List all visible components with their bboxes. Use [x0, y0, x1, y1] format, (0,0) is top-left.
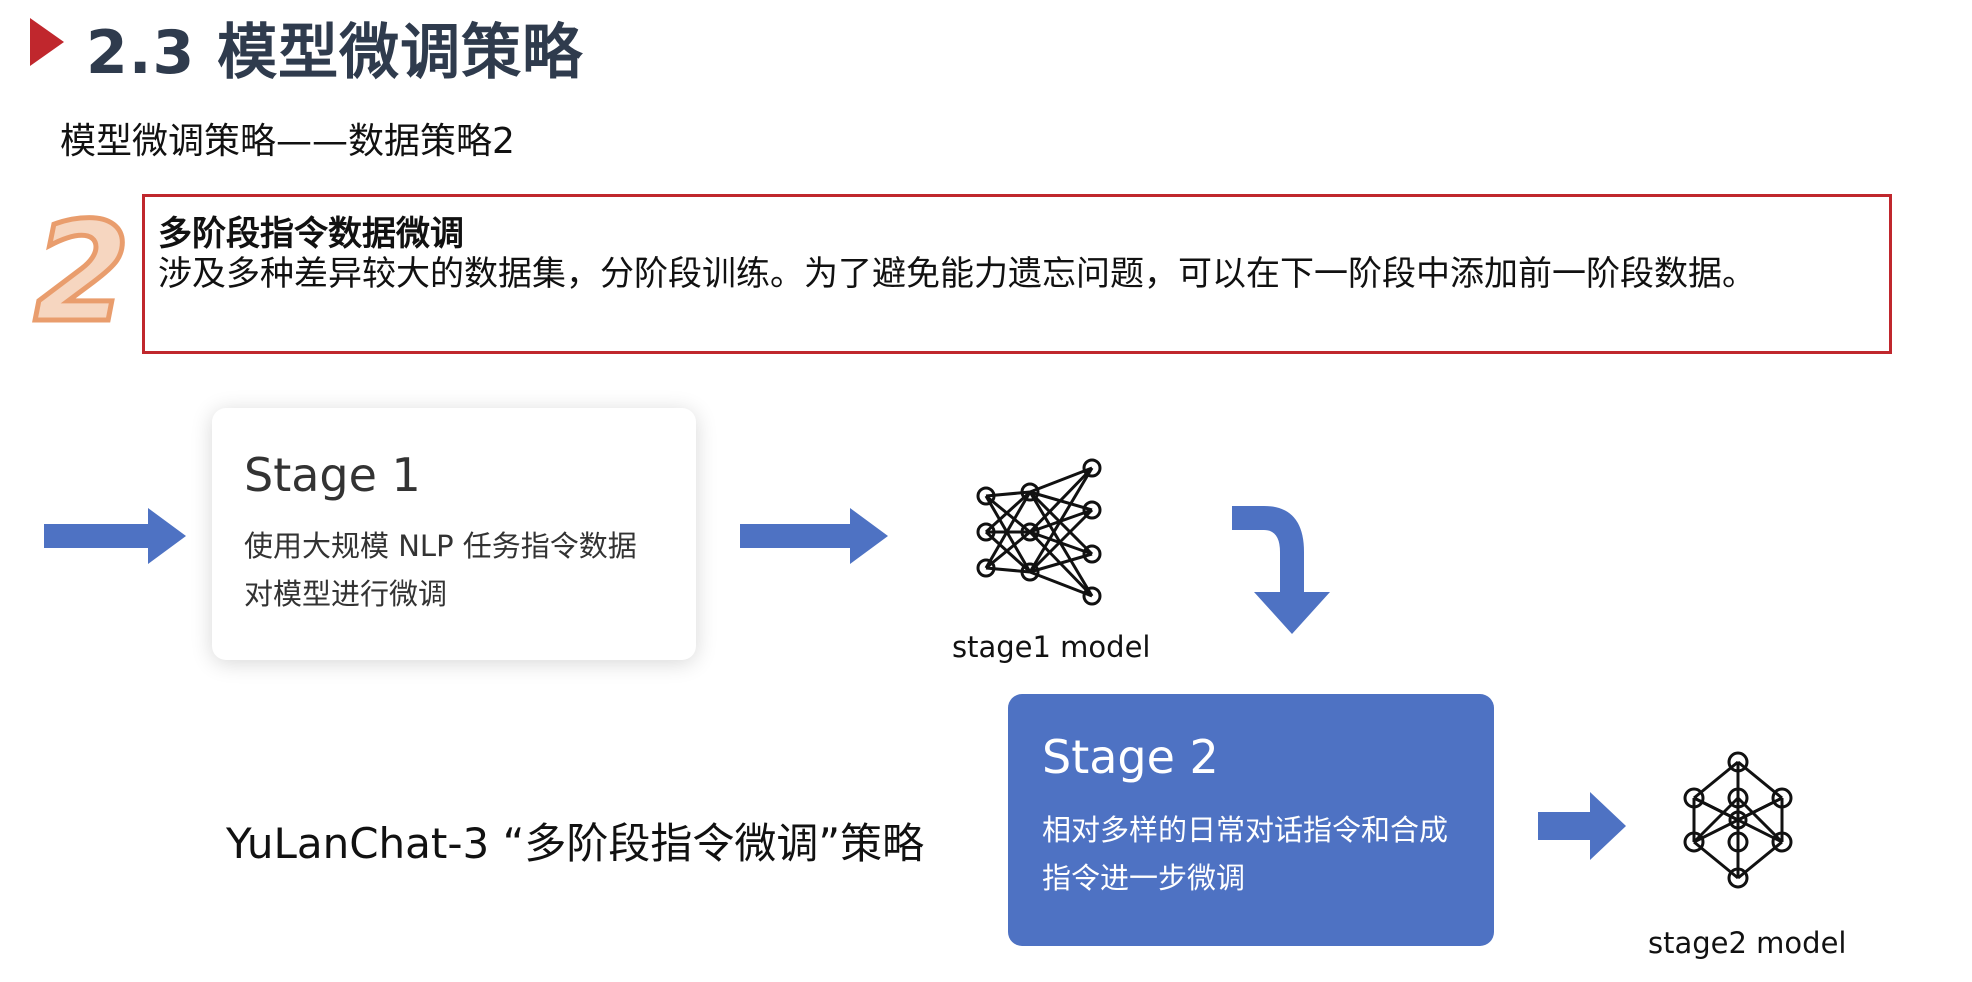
section-subtitle: 模型微调策略——数据策略2	[60, 121, 515, 162]
curved-down-arrow-icon	[1232, 506, 1330, 634]
neural-network-icon	[976, 458, 1102, 606]
callout-box	[142, 194, 1892, 354]
title-triangle-icon	[30, 18, 64, 66]
stage1-right-arrow-icon	[740, 508, 888, 564]
stage2-card	[1008, 694, 1494, 946]
neural-network-icon	[1683, 751, 1793, 889]
stage1-model-label: stage1 model	[952, 630, 1151, 664]
callout-title: 多阶段指令数据微调	[158, 214, 464, 254]
stage1-title: Stage 1	[244, 448, 421, 502]
stage2-right-arrow-icon	[1538, 792, 1626, 860]
stage2-title: Stage 2	[1042, 730, 1219, 784]
stage2-model-label: stage2 model	[1648, 926, 1847, 960]
stage1-card	[212, 408, 696, 660]
strategy-caption: YuLanChat-3 “多阶段指令微调”策略	[226, 819, 925, 868]
callout-body: 涉及多种差异较大的数据集，分阶段训练。为了避免能力遗忘问题，可以在下一阶段中添加…	[158, 254, 1756, 294]
page-title: 2.3 模型微调策略	[86, 18, 584, 88]
stage2-description: 相对多样的日常对话指令和合成指令进一步微调	[1042, 813, 1449, 895]
step-number: 2	[31, 192, 132, 353]
stage1-description: 使用大规模 NLP 任务指令数据对模型进行微调	[244, 529, 637, 611]
input-right-arrow-icon	[44, 508, 186, 564]
